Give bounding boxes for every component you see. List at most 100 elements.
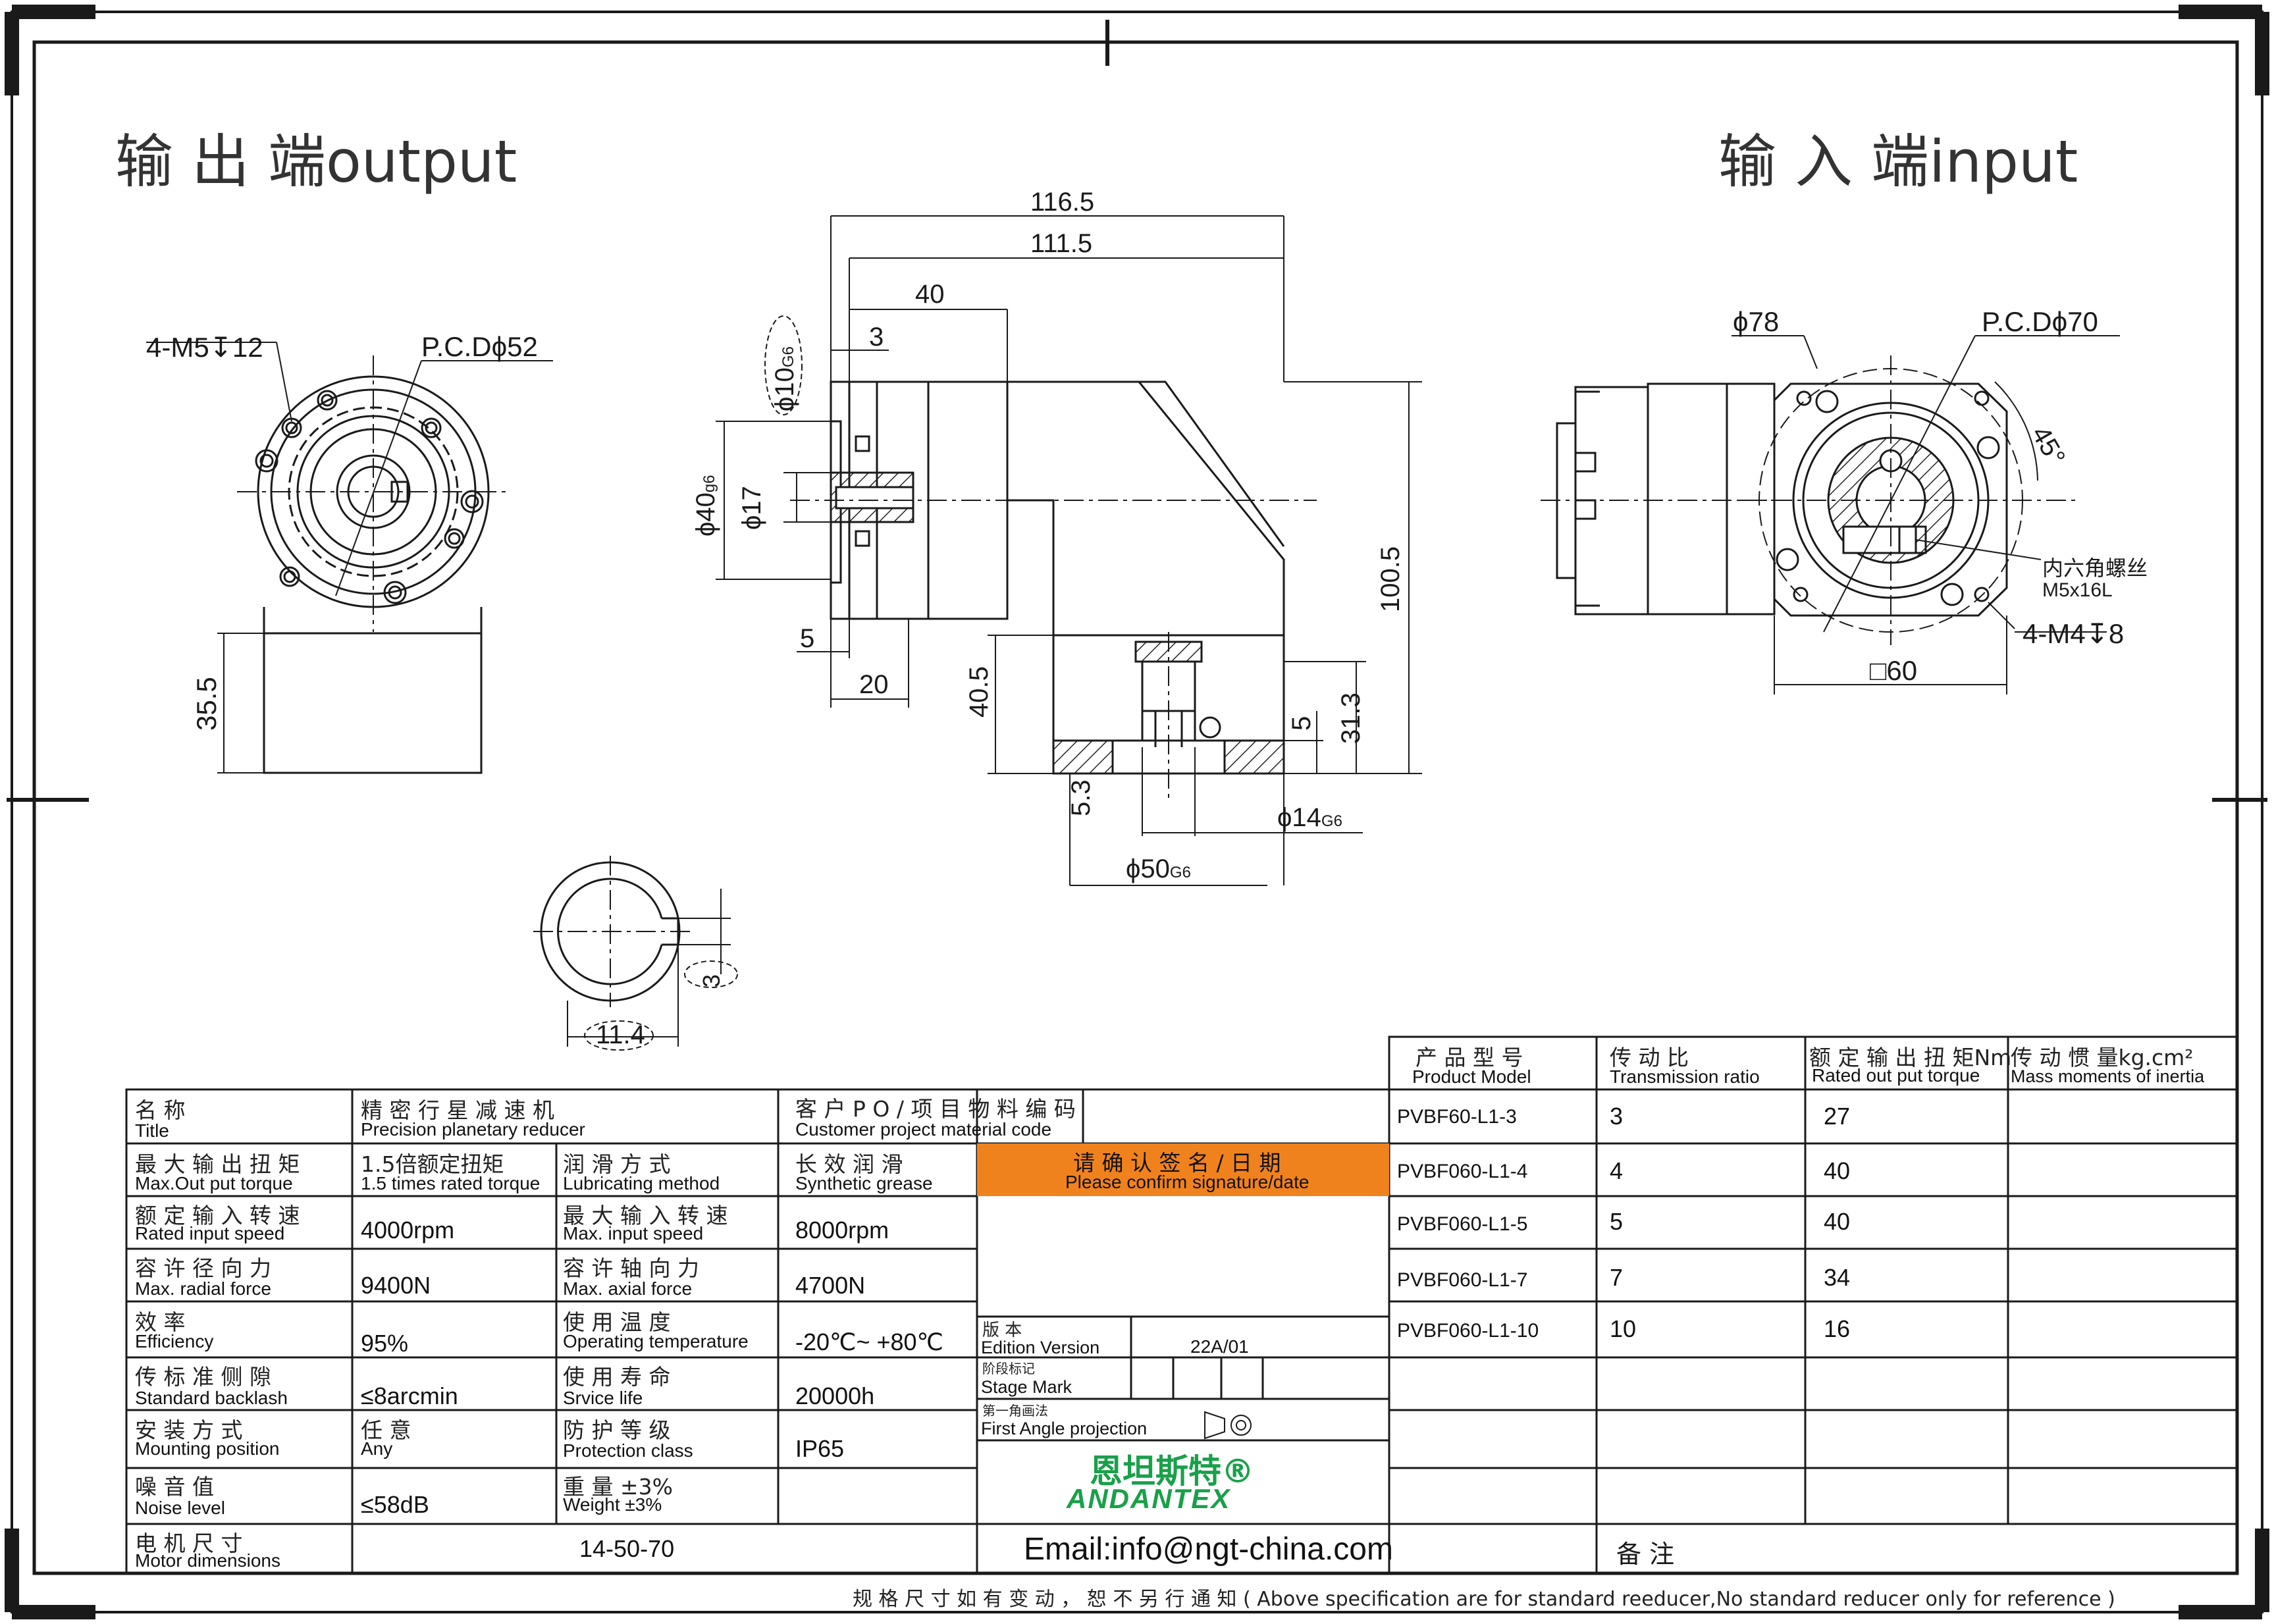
input-end-view [1732,335,2120,694]
outer-border [11,11,2263,1613]
confirm-en: Please confirm signature/date [1065,1172,1309,1192]
dim-length-3: 3 [869,323,884,352]
spec-row-1-val: 4000rpm [361,1217,455,1244]
edition-value: 22A/01 [1190,1336,1249,1357]
dim-input-square: □60 [1870,655,1918,686]
spec-row-6-right-en: Weight ±3% [563,1494,662,1515]
model-header-en-0: Product Model [1412,1066,1531,1087]
model-row-2-ratio: 5 [1610,1208,1624,1235]
side-view [716,215,1422,886]
model-row-1-ratio: 4 [1610,1157,1624,1184]
projection-en: First Angle projection [981,1419,1148,1438]
spec-row-0-val-cn: 1.5倍额定扭矩 [361,1151,504,1177]
confirm-signature-cell [977,1143,1389,1196]
model-row-4-ratio: 10 [1610,1315,1637,1342]
spec-title-en: Title [135,1120,169,1141]
confirm-cn: 请 确 认 签 名 / 日 期 [1073,1150,1281,1176]
dim-output-pcd: P.C.Dϕ52 [421,331,538,362]
spec-title-val-cn: 精 密 行 星 减 速 机 [361,1097,554,1123]
spec-row-4-right-en: Srvice life [563,1388,643,1408]
model-row-0-torque: 27 [1824,1103,1851,1130]
spec-row-1-val2: 8000rpm [795,1217,889,1244]
output-header: 输 出 端output [115,128,517,196]
dim-length-40: 40 [915,280,945,309]
projection-cn: 第一角画法 [982,1403,1048,1419]
spec-row-5-label-en: Mounting position [135,1438,280,1459]
model-row-3-model: PVBF060-L1-7 [1397,1269,1528,1291]
dim-key-depth: 11.4 [596,1020,645,1049]
logo-en: ANDANTEX [1067,1483,1231,1514]
dim-input-pcd: P.C.Dϕ70 [1982,306,2098,337]
spec-row-1-label-en: Rated input speed [135,1223,285,1244]
dim-output-holes: 4-M5↧12 [146,332,263,363]
spec-row-3-label-en: Efficiency [135,1331,214,1351]
dim-height-40-5: 40.5 [965,666,993,718]
spec-row-2-right-en: Max. axial force [563,1278,693,1299]
spec-row-4-right-cn: 使 用 寿 命 [563,1364,671,1390]
model-header-cn-2: 额 定 输 出 扭 矩Nm [1809,1045,2012,1070]
spec-row-1-right-en: Max. input speed [563,1223,704,1244]
screw-label-spec: M5x16L [2042,579,2113,601]
edition-cn: 版 本 [982,1321,1022,1340]
model-row-0-ratio: 3 [1610,1103,1624,1130]
spec-row-3-right-en: Operating temperature [563,1331,749,1351]
spec-motor-en: Motor dimensions [135,1550,280,1571]
output-view [146,342,553,774]
spec-row-5-val-en: Any [361,1438,393,1459]
spec-motor-cn: 电 机 尺 寸 [135,1531,243,1556]
spec-row-5-right-en: Protection class [563,1440,693,1461]
spec-row-0-val2-en: Synthetic grease [795,1173,933,1193]
model-header-en-1: Transmission ratio [1610,1066,1760,1087]
dim-length-total: 116.5 [1030,188,1095,217]
stage-en: Stage Mark [981,1377,1072,1397]
spec-customer-en: Customer project material code [795,1119,1052,1139]
model-row-3-ratio: 7 [1610,1264,1624,1291]
model-row-3-torque: 34 [1824,1264,1851,1291]
logo-cn: 恩坦斯特® [1090,1452,1254,1490]
dim-output-height: 35.5 [191,677,222,731]
model-header-cn-1: 传 动 比 [1610,1045,1689,1070]
dim-input-holes: 4-M4↧8 [2023,618,2125,649]
model-row-4-model: PVBF060-L1-10 [1397,1320,1539,1342]
dim-dia-10: ϕ10G6 [770,346,799,411]
dim-length-5: 5 [800,624,815,653]
spec-row-2-right-cn: 容 许 轴 向 力 [563,1255,699,1281]
spec-row-2-label-en: Max. radial force [135,1278,271,1299]
screw-label-cn: 内六角螺丝 [2042,556,2148,581]
model-header-en-3: Mass moments of inertia [2011,1066,2205,1086]
dim-dia-50: ϕ50G6 [1126,854,1191,883]
dim-dia-17: ϕ17 [737,486,766,530]
spec-customer-cn: 客 户 P O / 项 目 物 料 编 码 [795,1096,1076,1122]
dim-dia-40: ϕ40g6 [691,475,720,537]
spec-row-5-val-cn: 任 意 [361,1417,411,1443]
spec-row-4-label-en: Standard backlash [135,1388,288,1408]
spec-row-0-label-en: Max.Out put torque [135,1173,293,1193]
dim-height-100-5: 100.5 [1376,546,1405,612]
spec-row-0-right-cn: 润 滑 方 式 [563,1151,671,1177]
spec-row-6-val: ≤58dB [361,1491,429,1518]
spec-row-6-label-cn: 噪 音 值 [135,1474,214,1500]
spec-row-6-right-cn: 重 量 ±3% [563,1474,673,1500]
edition-en: Edition Version [981,1338,1100,1357]
model-header-cn-3: 传 动 惯 量kg.cm² [2011,1045,2194,1070]
spec-row-1-label-cn: 额 定 输 入 转 速 [135,1203,300,1228]
spec-row-1-right-cn: 最 大 输 入 转 速 [563,1203,728,1228]
remark-label: 备 注 [1616,1540,1675,1569]
dim-length-20: 20 [859,670,889,699]
email-text: Email:info@ngt-china.com [1024,1532,1393,1567]
stage-cn: 阶段标记 [982,1361,1035,1376]
spec-row-0-label-cn: 最 大 输 出 扭 矩 [135,1151,300,1177]
spec-row-6-label-en: Noise level [135,1498,225,1518]
spec-row-2-label-cn: 容 许 径 向 力 [135,1255,271,1281]
spec-title-val-en: Precision planetary reducer [361,1119,585,1139]
model-row-2-model: PVBF060-L1-5 [1397,1213,1528,1235]
spec-row-0-val2-cn: 长 效 润 滑 [795,1151,903,1177]
spec-row-2-val2: 4700N [795,1272,866,1299]
model-row-1-model: PVBF060-L1-4 [1397,1161,1528,1182]
dim-height-31-3: 31.3 [1336,693,1365,744]
model-row-1-torque: 40 [1824,1157,1851,1184]
input-header: 输 入 端input [1718,128,2078,196]
model-header-en-2: Rated out put torque [1812,1065,1980,1086]
spec-row-2-val: 9400N [361,1272,431,1299]
